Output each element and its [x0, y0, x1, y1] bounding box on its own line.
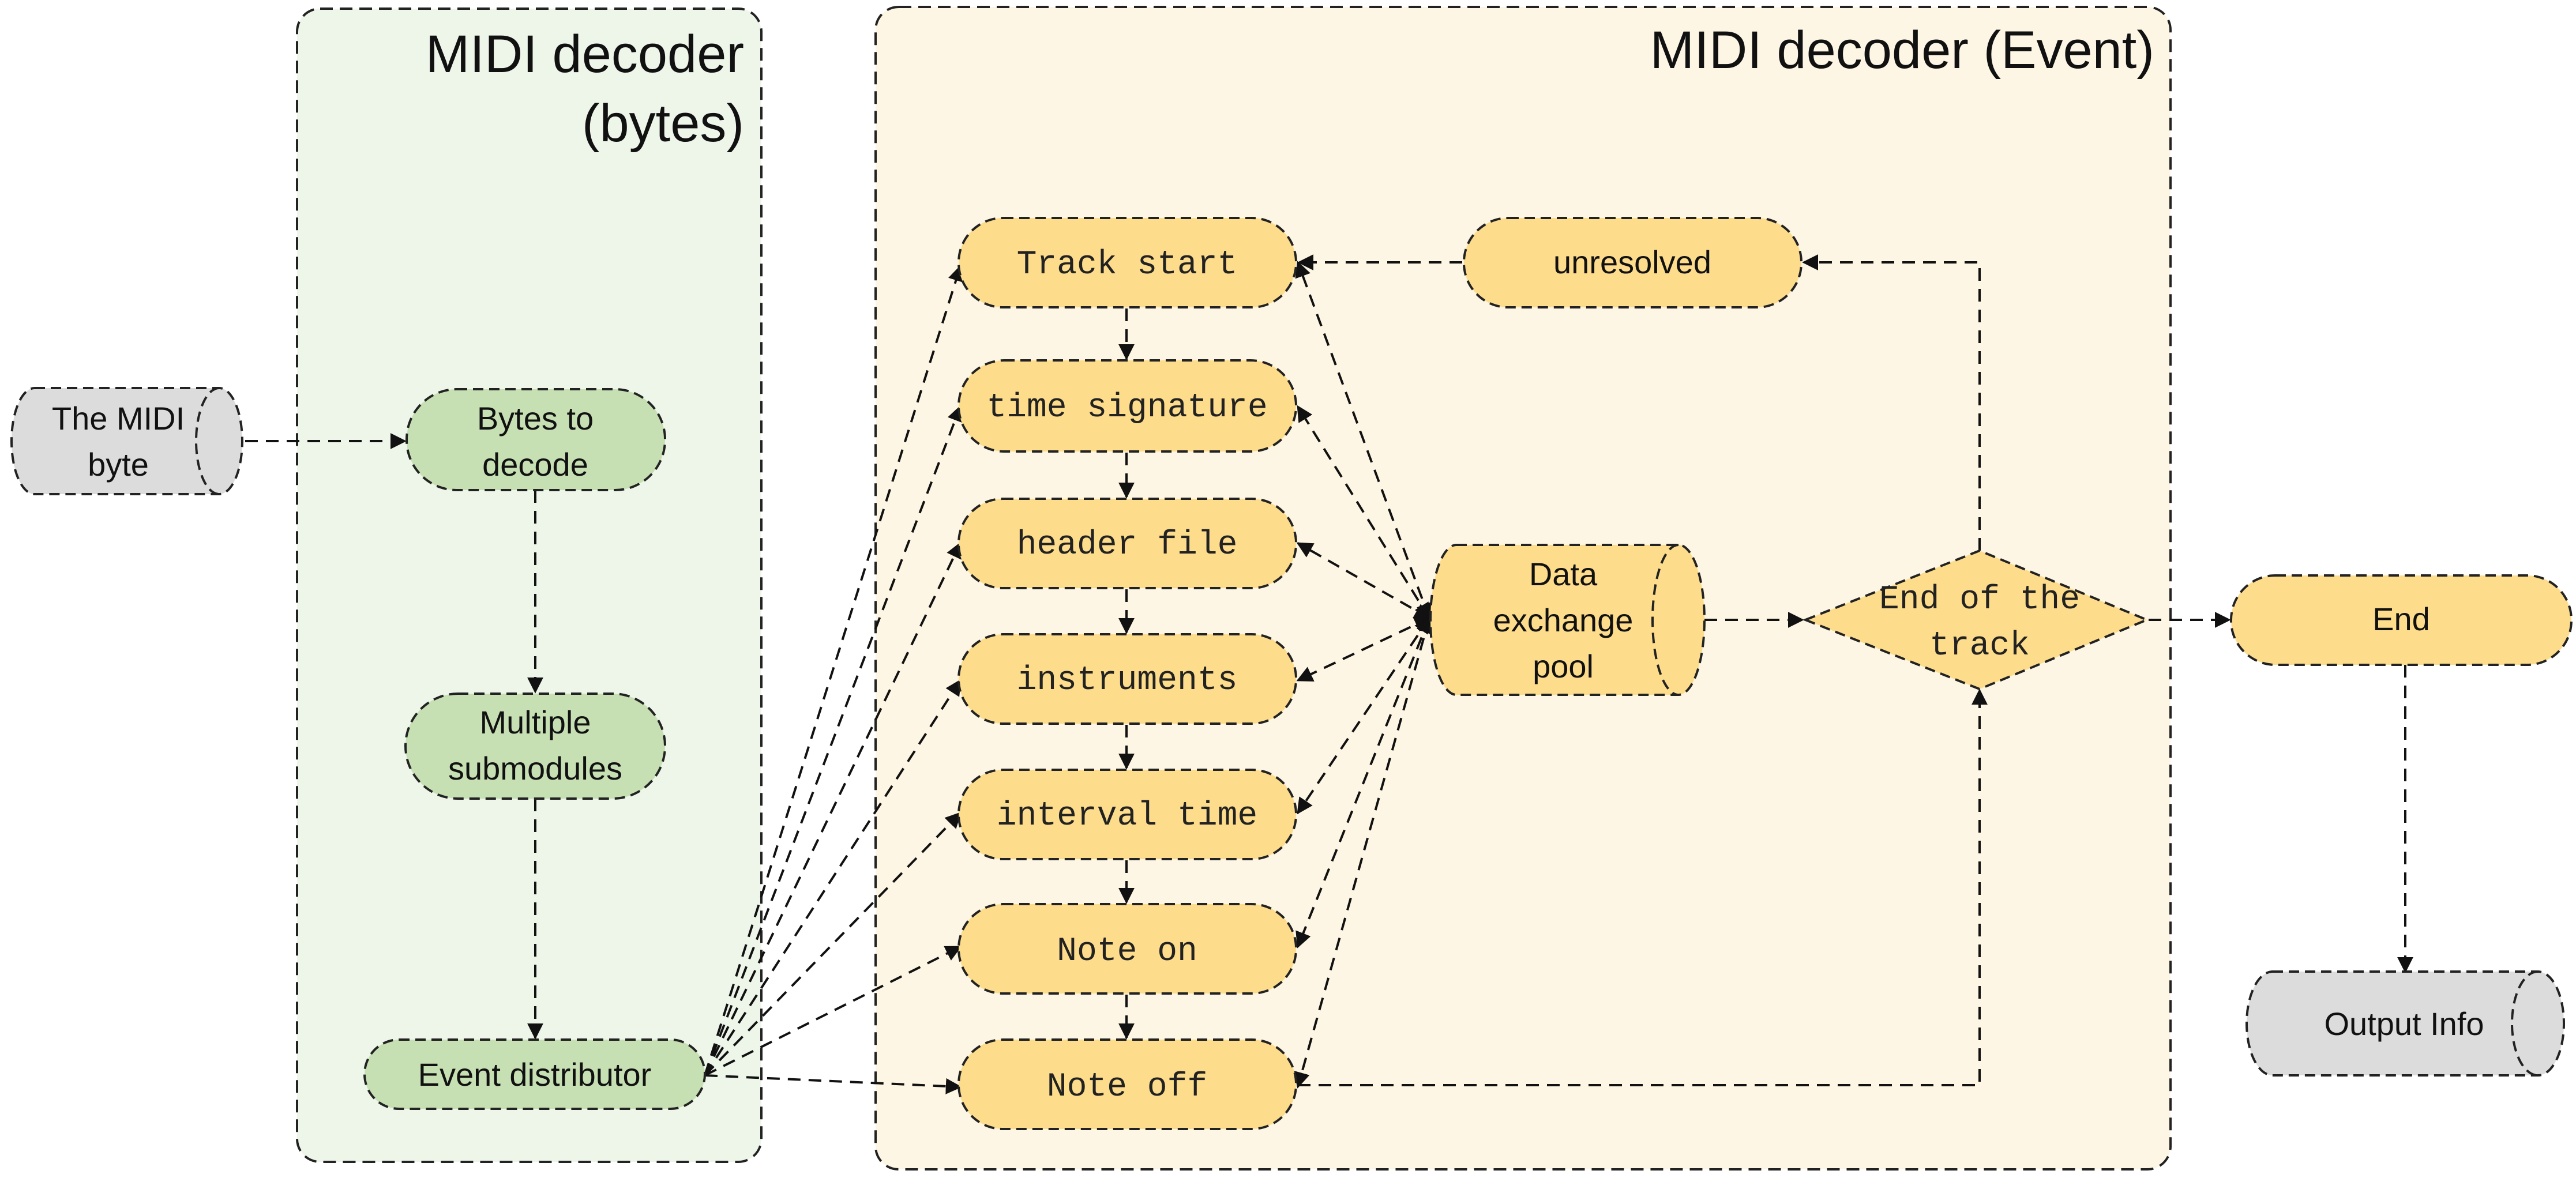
header-file-node: header file — [957, 498, 1297, 589]
note-on-node: Note on — [957, 903, 1297, 995]
note-off-node: Note off — [957, 1038, 1297, 1130]
bytes-region-title-line2: (bytes) — [582, 94, 744, 153]
end-of-track-decision: End of the track — [1802, 549, 2150, 691]
bytes-to-decode-node: Bytes to decode — [405, 388, 666, 491]
header-file-label: header file — [1017, 526, 1238, 564]
data-exchange-pool-label-line1: Data — [1529, 556, 1598, 592]
event-distributor-label: Event distributor — [418, 1056, 652, 1093]
track-start-node: Track start — [957, 217, 1297, 308]
time-signature-node: time signature — [957, 359, 1297, 453]
interval-time-node: interval time — [957, 769, 1297, 860]
event-region-title: MIDI decoder (Event) — [1650, 21, 2154, 80]
event-distributor-node: Event distributor — [363, 1038, 706, 1110]
bytes-to-decode-label-line1: Bytes to — [477, 400, 594, 436]
note-on-label: Note on — [1057, 933, 1197, 970]
track-start-label: Track start — [1017, 246, 1238, 284]
end-label: End — [2372, 601, 2430, 637]
edge-distributor-to-track-start — [704, 265, 964, 1076]
note-off-label: Note off — [1047, 1068, 1207, 1106]
unresolved-node: unresolved — [1463, 217, 1803, 308]
bytes-region-title-line1: MIDI decoder — [426, 25, 744, 84]
midi-byte-label-line2: byte — [88, 446, 149, 483]
edge-end-of-track-to-unresolved — [1802, 254, 1981, 551]
edge-distributor-to-note-on — [704, 946, 962, 1077]
edge-distributor-to-time-signature — [704, 405, 963, 1076]
multiple-submodules-label-line2: submodules — [448, 750, 622, 786]
edge-pool-header-file — [1296, 542, 1431, 619]
data-exchange-pool-label-line3: pool — [1533, 648, 1594, 684]
bytes-to-decode-label-line2: decode — [482, 446, 588, 483]
output-info-label: Output Info — [2324, 1006, 2484, 1042]
time-signature-label: time signature — [986, 389, 1267, 427]
data-exchange-pool-label-line2: exchange — [1493, 602, 1634, 638]
end-of-track-label-line2: track — [1929, 627, 2030, 665]
instruments-node: instruments — [957, 633, 1297, 725]
instruments-label: instruments — [1017, 662, 1238, 699]
edge-pool-note-off — [1294, 616, 1433, 1089]
interval-time-label: interval time — [997, 797, 1257, 835]
end-of-track-label-line1: End of the — [1879, 581, 2080, 619]
edge-distributor-to-note-off — [704, 1074, 962, 1094]
output-info-node: Output Info — [2245, 970, 2565, 1077]
edge-distributor-to-header-file — [704, 541, 962, 1076]
unresolved-label: unresolved — [1553, 244, 1711, 280]
edge-distributor-to-instruments — [704, 679, 962, 1077]
data-exchange-pool-node: Data exchange pool — [1429, 544, 1706, 696]
edge-note-off-to-end-of-track — [1298, 688, 1988, 1086]
end-node: End — [2230, 574, 2573, 666]
bytes-decoder-region — [296, 7, 763, 1163]
multiple-submodules-node: Multiple submodules — [404, 693, 666, 800]
midi-byte-label-line1: The MIDI — [52, 400, 185, 436]
edges — [245, 254, 2413, 1094]
multiple-submodules-label-line1: Multiple — [480, 704, 591, 740]
midi-byte-node: The MIDI byte — [10, 387, 243, 495]
